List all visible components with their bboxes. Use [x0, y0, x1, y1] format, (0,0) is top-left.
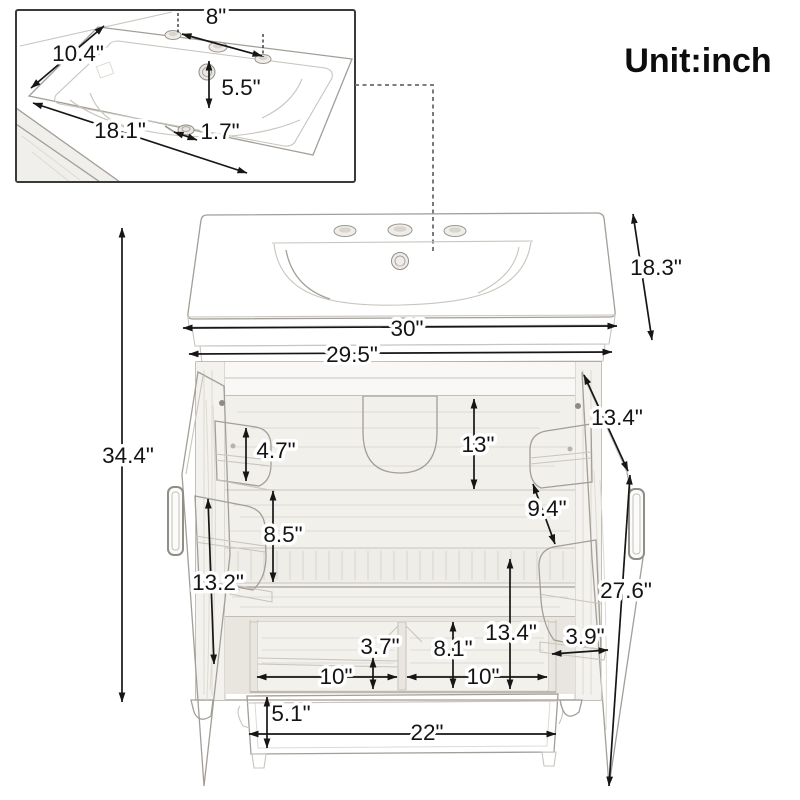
- dim-right-compartment-width: 10": [406, 661, 548, 693]
- dim-door-height-label: 27.6": [600, 578, 652, 603]
- inset-dimensions: 8" 10.4" 5.5" 18.1" 1.7": [30, 1, 264, 174]
- dim-drawer-inner-depth: 8.1": [430, 621, 476, 689]
- dim-cutout-height-label: 13": [461, 432, 494, 457]
- dim-hole-spacing: 8": [177, 1, 264, 57]
- inset-connector-line: [355, 84, 434, 253]
- dim-bottom-section-height-label: 13.4": [485, 620, 537, 645]
- dim-drawer-inner-depth-label: 8.1": [433, 636, 472, 661]
- dim-sink-depth-label: 18.3": [630, 255, 682, 280]
- bottom-board: [225, 587, 575, 617]
- bottom-drawer: [225, 617, 575, 769]
- plumbing-cutout: [362, 395, 438, 474]
- dim-left-compartment-width-label: 10": [319, 664, 352, 689]
- dim-rack-gap-height: 8.5": [260, 490, 306, 583]
- dim-hole-to-basin: 5.5": [205, 60, 264, 109]
- dim-hole-to-basin-label: 5.5": [221, 75, 260, 100]
- main-dimensions: 18.3" 30" 29.5" 34.4" 13.4" 13" 4.7" 8.: [99, 213, 685, 787]
- left-stile: [196, 362, 225, 700]
- dim-cutout-height: 13": [458, 398, 498, 490]
- dim-drain-width-label: 1.7": [200, 119, 239, 144]
- dim-drawer-front-height: 5.1": [263, 696, 314, 749]
- cabinet-carcass: [195, 361, 602, 701]
- drawer-divider: [397, 621, 407, 691]
- right-hinge-screw: [575, 403, 581, 409]
- dim-overall-height: 34.4": [99, 227, 157, 703]
- dim-top-rack-height-label: 4.7": [256, 438, 295, 463]
- dim-drawer-front-height-label: 5.1": [271, 701, 310, 726]
- right-foot: [559, 699, 583, 717]
- dim-right-compartment-width-label: 10": [466, 664, 499, 689]
- drawer-glide-left: [251, 753, 267, 769]
- dim-drawer-width: 22": [248, 717, 557, 749]
- dim-left-compartment-width: 10": [256, 661, 398, 693]
- dim-right-rack-height-label: 9.4": [527, 496, 566, 521]
- left-foot: [190, 699, 214, 720]
- top-rail: [225, 362, 575, 396]
- left-door-handle: [167, 486, 184, 556]
- dim-divider-height: 3.7": [357, 631, 403, 690]
- right-door-handle: [628, 488, 645, 560]
- drawer-glide-right: [541, 751, 557, 767]
- shelf-edge-band: [225, 548, 575, 583]
- vanity-main-drawing: [167, 212, 645, 787]
- dim-door-depth-top-label: 13.4": [591, 405, 643, 430]
- dim-overall-height-label: 34.4": [102, 443, 154, 468]
- unit-label: Unit:inch: [624, 42, 771, 80]
- dim-top-rack-height: 4.7": [242, 427, 299, 482]
- dim-door-height: 27.6": [597, 474, 655, 787]
- dim-right-rack-height: 9.4": [524, 483, 570, 545]
- dim-bottom-section-height: 13.4": [482, 558, 540, 690]
- inset-panel: 8" 10.4" 5.5" 18.1" 1.7": [15, 1, 356, 183]
- dim-sink-width: 30": [182, 313, 618, 345]
- inset-overflow-hole: [198, 63, 216, 81]
- dim-right-rack-depth: 3.9": [551, 621, 609, 657]
- dim-cabinet-width-label: 29.5": [326, 342, 378, 367]
- dim-sink-depth: 18.3": [627, 213, 685, 341]
- dim-right-rack-depth-label: 3.9": [565, 624, 604, 649]
- dim-hole-spacing-label: 8": [206, 4, 227, 29]
- dim-left-door-width: 13.2": [189, 498, 247, 665]
- dim-basin-width-label: 18.1": [94, 118, 146, 143]
- faucet-holes: [333, 223, 467, 237]
- overflow-drain: [391, 252, 409, 270]
- dim-left-door-width-label: 13.2": [192, 570, 244, 595]
- left-hinge-screw: [219, 400, 225, 406]
- dim-top-depth-label: 10.4": [52, 41, 104, 66]
- dim-divider-height-label: 3.7": [360, 634, 399, 659]
- dim-rack-gap-height-label: 8.5": [263, 522, 302, 547]
- dim-sink-width-label: 30": [390, 316, 423, 341]
- dim-cabinet-width: 29.5": [188, 339, 613, 371]
- dim-basin-width: 18.1": [32, 102, 248, 174]
- dim-top-depth: 10.4": [30, 25, 107, 89]
- dim-drain-width: 1.7": [173, 116, 243, 148]
- dim-drawer-width-label: 22": [410, 720, 443, 745]
- dim-door-depth-top: 13.4": [583, 374, 646, 472]
